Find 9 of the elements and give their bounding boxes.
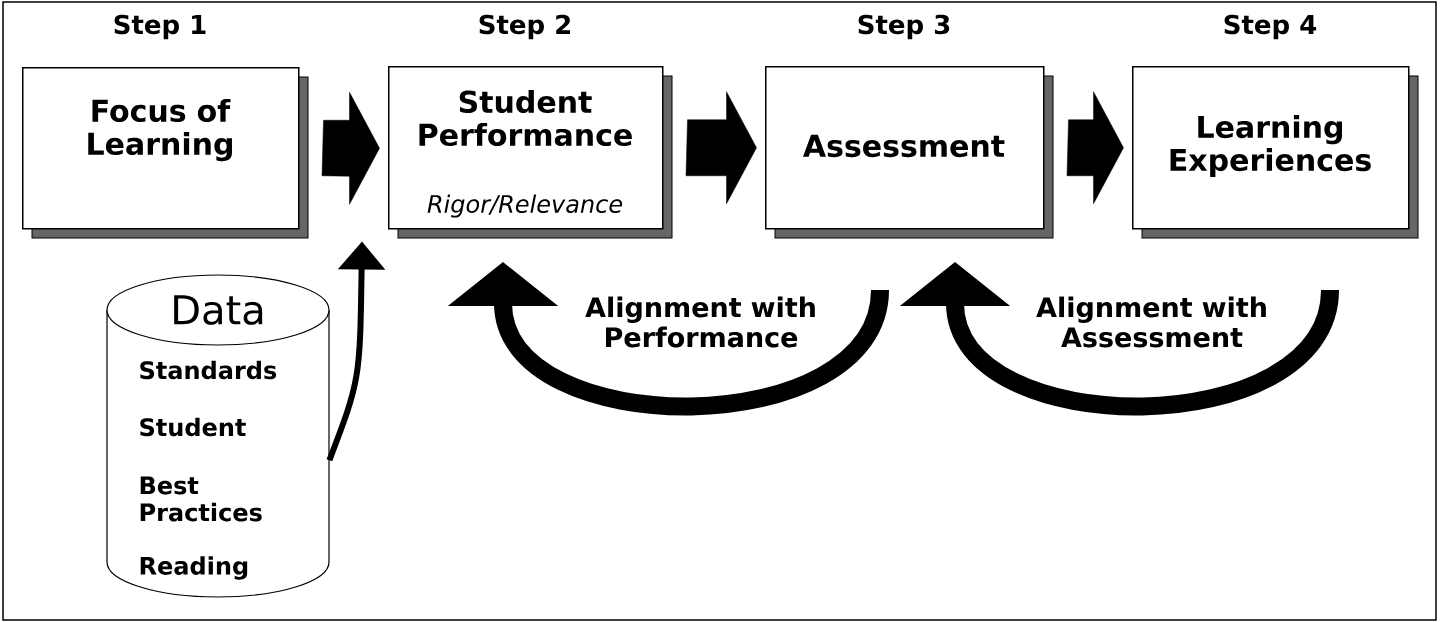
- block-arrow: [1066, 91, 1124, 204]
- step-label: Step 3: [858, 14, 950, 40]
- step-label: Step 4: [1224, 14, 1317, 40]
- edge-label: Alignment with Assessment: [1036, 296, 1266, 348]
- step-label: Step 1: [114, 14, 206, 40]
- step-label: Step 2: [479, 14, 570, 40]
- block-arrow: [321, 92, 380, 205]
- block-arrow: [685, 91, 757, 204]
- edge-label: Alignment with Performance: [585, 296, 815, 348]
